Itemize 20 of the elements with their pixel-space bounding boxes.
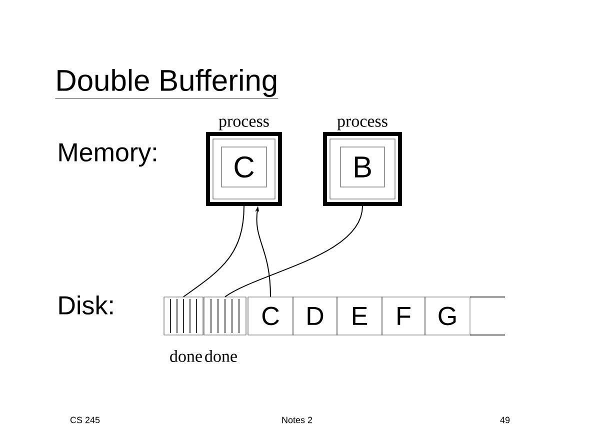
row-label: Memory: xyxy=(59,143,156,167)
empty-block xyxy=(470,296,506,336)
block-caption: done xyxy=(205,350,237,362)
footer-text: 49 xyxy=(500,416,510,424)
footer-text: CS 245 xyxy=(70,416,100,424)
block-box: B xyxy=(340,146,385,188)
footer-text: Notes 2 xyxy=(282,416,312,424)
hatched-block xyxy=(164,296,204,336)
disk-block: E xyxy=(336,296,382,336)
node-label: process xyxy=(218,118,269,130)
block-caption: done xyxy=(170,350,202,362)
title: Double Buffering xyxy=(55,69,278,99)
node-label: process xyxy=(337,118,388,130)
block-box: C xyxy=(221,146,267,188)
disk-block: D xyxy=(292,296,338,336)
disk-block: G xyxy=(424,296,470,336)
row-label: Disk: xyxy=(59,295,113,315)
disk-block: C xyxy=(248,296,294,336)
hatched-block xyxy=(204,296,246,336)
disk-block: F xyxy=(382,296,426,336)
